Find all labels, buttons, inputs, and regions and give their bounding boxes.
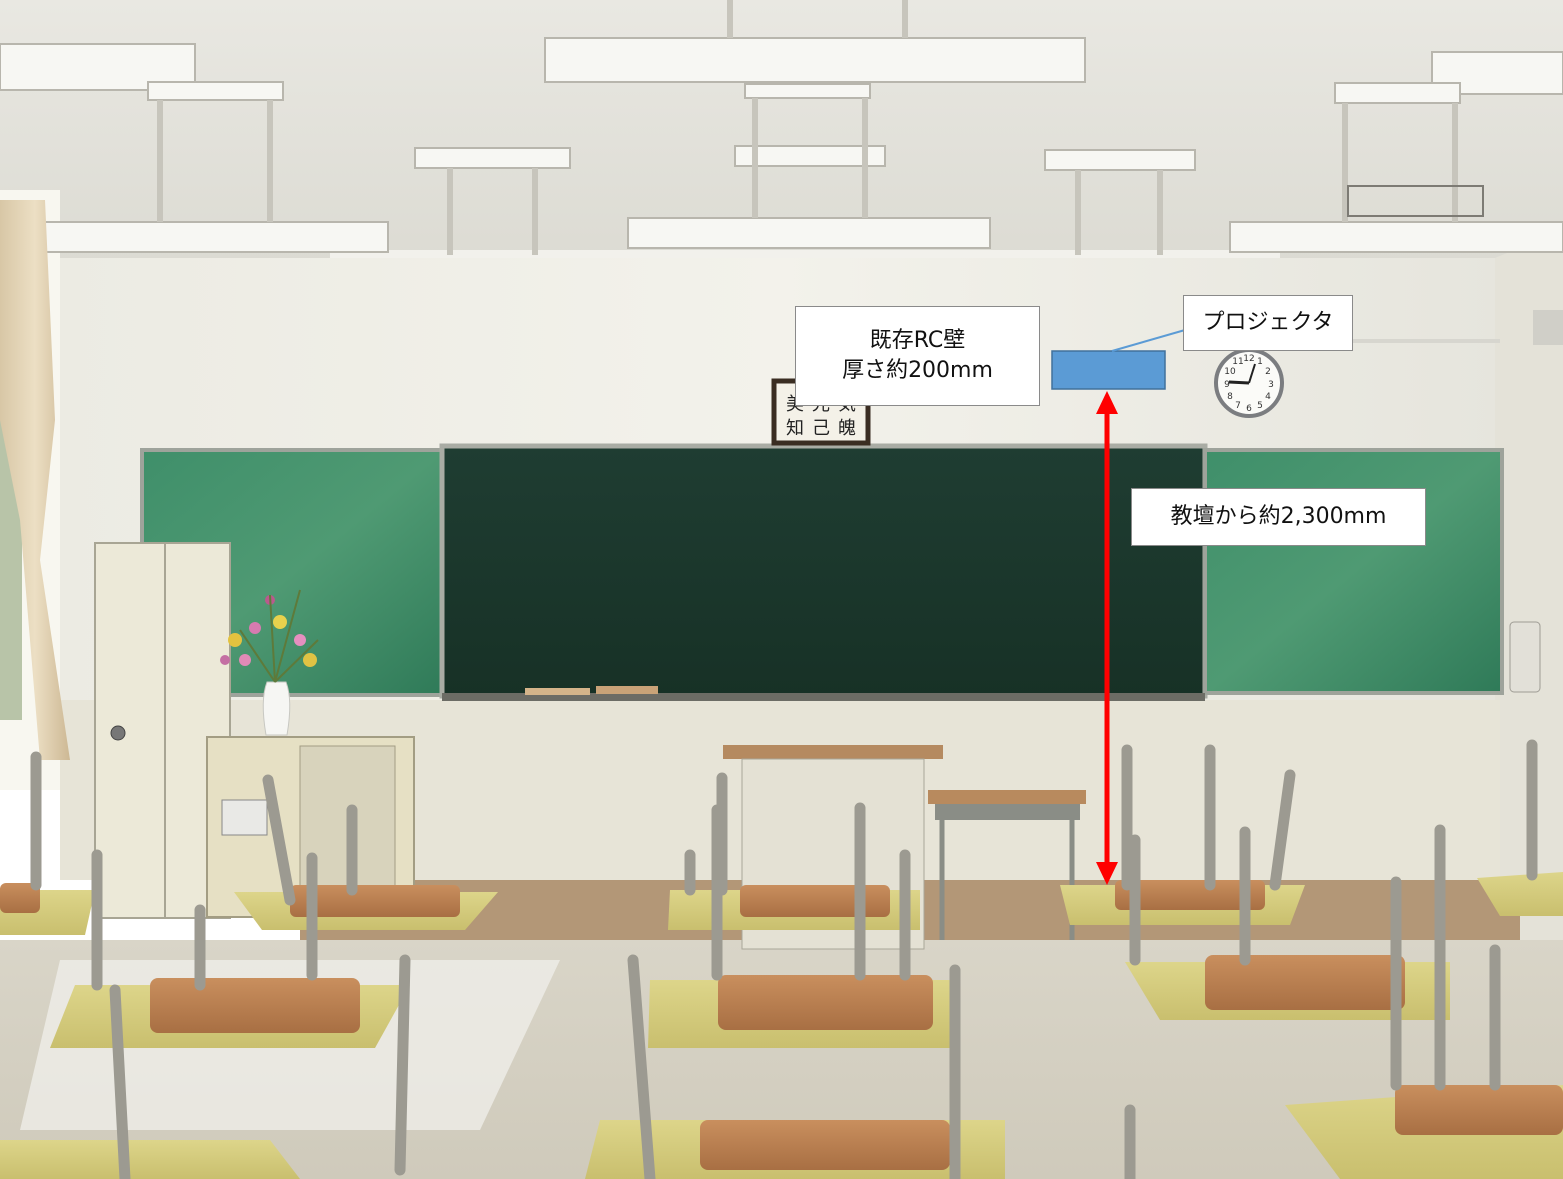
flower-vase [262, 681, 291, 736]
side-table [928, 790, 1086, 804]
curtain [0, 200, 70, 760]
cabinet-box [221, 799, 268, 836]
chalk-eraser [525, 688, 590, 695]
right-green-board [1203, 448, 1504, 695]
clock-number: 6 [1246, 404, 1252, 414]
main-blackboard [439, 443, 1208, 699]
clock-number: 9 [1224, 380, 1230, 390]
wall-annotation-line2: 厚さ約200mm [842, 358, 993, 383]
projector-leader-line [1111, 329, 1186, 352]
height-annotation-box: 教壇から約2,300mm [1131, 488, 1426, 546]
calligraphy-char: 魄 [838, 418, 856, 439]
clock-number: 12 [1243, 354, 1254, 364]
chalk-eraser [596, 686, 658, 694]
flowers [220, 589, 319, 683]
calligraphy-char: 己 [812, 418, 830, 439]
clock-number: 7 [1235, 401, 1241, 411]
clock-number: 1 [1257, 357, 1263, 367]
wall-annotation-box: 既存RC壁 厚さ約200mm [795, 306, 1040, 406]
height-annotation-text: 教壇から約2,300mm [1170, 504, 1387, 530]
light-rods [157, 0, 1458, 255]
wall-clock: 12 1 2 3 4 5 6 7 8 9 10 11 [1214, 348, 1284, 418]
wall-speaker [1533, 310, 1563, 345]
projector-marker [1051, 350, 1166, 390]
chair-legs [30, 739, 1538, 1179]
clock-number: 11 [1232, 357, 1243, 367]
clock-number: 2 [1265, 367, 1271, 377]
wall-annotation-line1: 既存RC壁 [869, 328, 966, 354]
locker-handle [110, 725, 126, 741]
ceiling-hatch [1347, 185, 1484, 217]
chair-seats [0, 880, 1563, 1170]
height-arrow [1096, 391, 1118, 885]
clock-number: 3 [1268, 380, 1274, 390]
projector-annotation-text: プロジェクタ [1202, 310, 1334, 336]
lectern [723, 745, 943, 759]
intercom-phone [1509, 621, 1541, 693]
projector-annotation-box: プロジェクタ [1183, 295, 1353, 351]
clock-number: 8 [1227, 392, 1233, 402]
clock-number: 5 [1257, 401, 1263, 411]
clock-number: 4 [1265, 392, 1271, 402]
calligraphy-char: 知 [786, 418, 804, 439]
ceiling-lights [0, 37, 1563, 253]
chalk-tray [442, 693, 1205, 701]
clock-number: 10 [1224, 367, 1236, 377]
